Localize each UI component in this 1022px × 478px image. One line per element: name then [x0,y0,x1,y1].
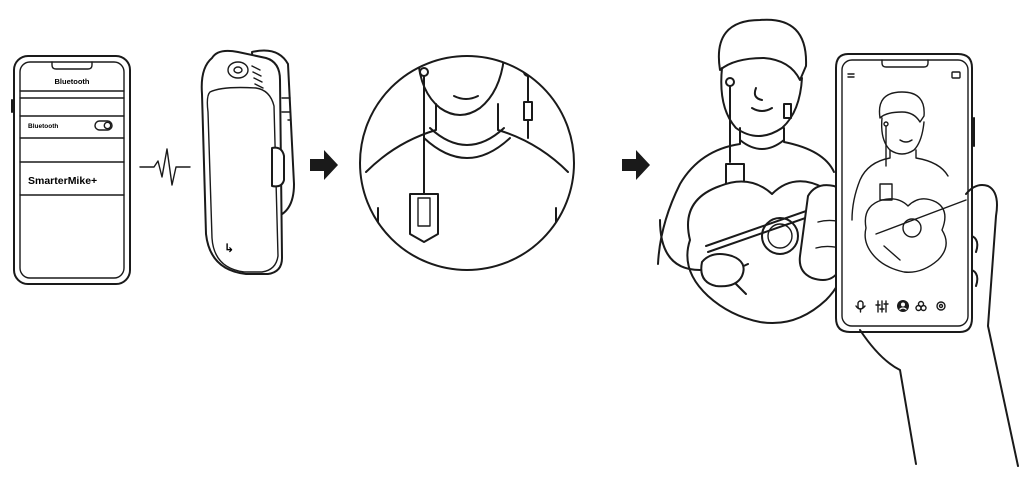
settings-icon[interactable] [936,301,946,311]
phone-screen-frame [19,61,125,279]
bluetooth-header: Bluetooth [55,77,90,86]
holding-fingers [971,235,979,287]
inline-remote [523,101,533,121]
person-hair [717,18,808,81]
holding-hand-right [965,184,1019,467]
device-button [271,146,285,188]
mic-icon[interactable] [855,300,866,313]
person-face [720,67,803,137]
arrow-right-icon [622,150,650,180]
app-camera-preview [851,91,967,273]
device-grille [251,65,264,89]
app-tab-bar [855,300,946,313]
closeup-circle [359,55,575,271]
inline-remote [783,103,792,119]
step1-transmitter-device: ↳ [200,49,295,275]
equalizer-icon[interactable] [875,300,889,313]
phone-notch [51,61,93,70]
person-left-shoulder [657,127,741,265]
device-front-panel [206,86,279,273]
guitar-soundhole [761,217,799,255]
app-phone-body [835,53,973,333]
step1-phone-bluetooth: Bluetooth Bluetooth SmarterMike+ [11,55,131,285]
arrow-right-icon [310,150,338,180]
step2-wearing-closeup [359,55,575,271]
profile-icon[interactable] [897,300,909,312]
person-neck [365,103,569,173]
person-left-hand [700,253,745,288]
app-phone-notch [881,59,929,68]
menu-icon[interactable] [847,73,855,78]
shirt-collar [429,127,505,146]
person-mouth [751,107,773,112]
device-mic-port [227,61,249,79]
wireless-signal-icon [139,148,191,186]
camera-switch-icon[interactable] [951,71,961,79]
person-collar [739,139,785,150]
device-side-detail [281,97,291,121]
person-nose [753,87,763,101]
person-right-shoulder [783,127,835,173]
clip-mic-on-shirt [409,193,439,243]
step3-recording-scene [657,18,1019,467]
bluetooth-toggle-label: Bluetooth [28,123,58,130]
bluetooth-toggle[interactable] [94,120,113,131]
phone-body [13,55,131,285]
device-logo: ↳ [224,241,234,255]
effects-icon[interactable] [915,300,927,312]
device-shell [200,49,283,275]
device-name-item[interactable]: SmarterMike+ [28,175,97,187]
earbud-icon [725,77,735,87]
holding-hand-left [859,329,917,465]
person-smile [453,95,479,100]
